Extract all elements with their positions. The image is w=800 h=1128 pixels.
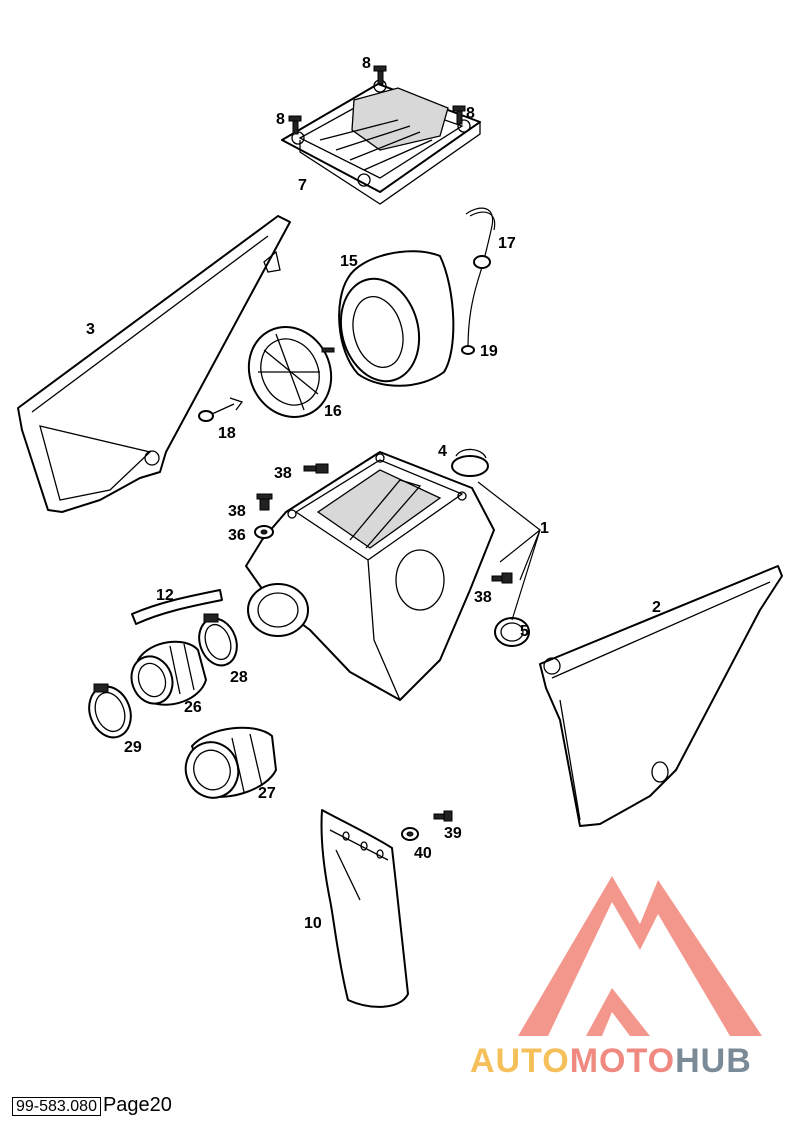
part-5-plug — [494, 617, 530, 647]
part-29-hose-clamp — [88, 683, 132, 739]
callout-17: 17 — [498, 235, 516, 252]
part-17-cable — [461, 207, 496, 355]
callout-2: 2 — [652, 599, 661, 616]
part-15-air-filter — [338, 250, 455, 387]
part-28-hose-clamp — [198, 613, 238, 667]
watermark-hub: HUB — [675, 1042, 752, 1080]
callout-27: 27 — [258, 785, 276, 802]
part-7-cover-plate — [281, 79, 481, 205]
part-12-strip — [131, 589, 223, 625]
part-38-screws — [256, 463, 513, 584]
callout-3: 3 — [86, 321, 95, 338]
callout-12: 12 — [156, 587, 174, 604]
callout-39: 39 — [444, 825, 462, 842]
callout-8-right: 8 — [466, 105, 475, 122]
part-8-screws — [288, 65, 466, 135]
document-code: 99-583.080 — [12, 1097, 101, 1116]
part-1-air-box — [245, 451, 495, 701]
part-3-left-side-panel — [17, 215, 291, 513]
part-18-pin — [198, 397, 244, 422]
part-4-plug — [451, 448, 489, 477]
callout-28: 28 — [230, 669, 248, 686]
part-2-right-side-panel — [539, 565, 783, 827]
callout-4: 4 — [438, 443, 447, 460]
watermark-wordmark: AUTOMOTOHUB — [470, 1042, 752, 1081]
callout-36: 36 — [228, 527, 246, 544]
part-36-washer — [254, 525, 274, 539]
callout-8-top: 8 — [362, 55, 371, 72]
callout-29: 29 — [124, 739, 142, 756]
callout-15: 15 — [340, 253, 358, 270]
watermark-auto: AUTO — [470, 1042, 570, 1080]
callout-1: 1 — [540, 520, 549, 537]
callout-19: 19 — [480, 343, 498, 360]
part-39-screw — [433, 810, 453, 822]
callout-5: 5 — [520, 623, 529, 640]
watermark-logo-mark — [518, 876, 762, 1036]
part-40-washer — [401, 827, 419, 841]
callout-38-right: 38 — [474, 589, 492, 606]
part-27-boot — [184, 726, 277, 799]
callout-26: 26 — [184, 699, 202, 716]
part-10-mud-flap — [320, 809, 409, 1008]
leader-lines — [477, 481, 541, 621]
page-number: Page20 — [102, 1094, 172, 1116]
callout-16: 16 — [324, 403, 342, 420]
watermark-moto: MOTO — [569, 1042, 676, 1080]
callout-18: 18 — [218, 425, 236, 442]
part-16-filter-cage — [247, 326, 335, 418]
callout-38-top: 38 — [274, 465, 292, 482]
callout-10: 10 — [304, 915, 322, 932]
callout-8-left: 8 — [276, 111, 285, 128]
part-26-intake-boot — [130, 640, 207, 706]
callout-40: 40 — [414, 845, 432, 862]
callout-7: 7 — [298, 177, 307, 194]
callout-38-left: 38 — [228, 503, 246, 520]
